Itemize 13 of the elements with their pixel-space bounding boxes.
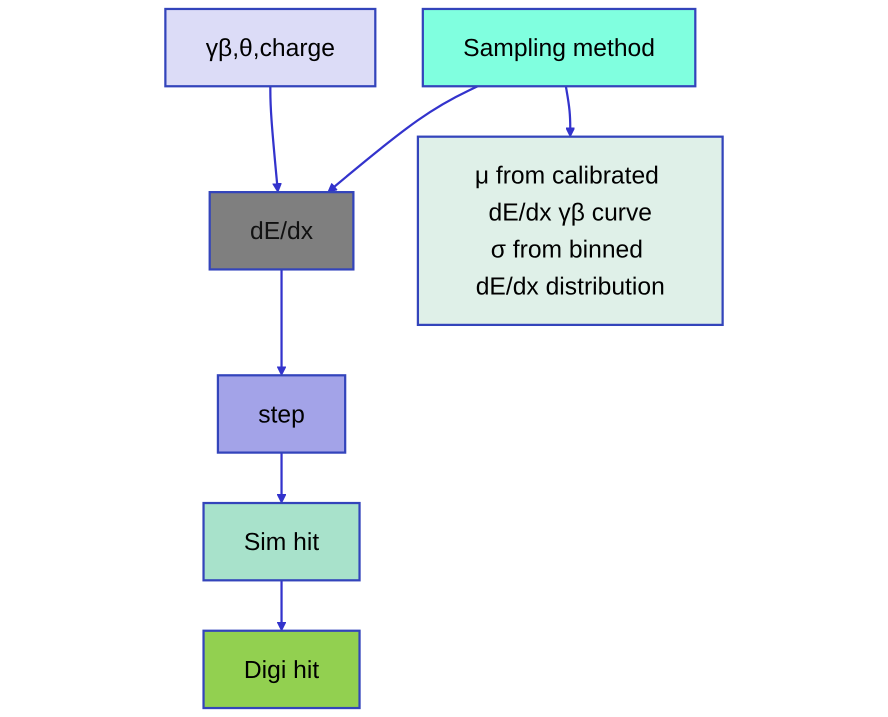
arrow [327,85,478,193]
node-box: Sim hit [202,502,361,582]
arrow [276,452,286,504]
arrow [276,580,286,632]
node-box: γβ,θ,charge [164,8,376,88]
node-box: Digi hit [202,630,361,710]
node-box: dE/dx [208,191,354,271]
node-box: Sampling method [422,8,696,88]
arrow [269,86,282,193]
arrow [276,269,286,376]
arrow [564,86,576,138]
node-box: μ from calibrated dE/dx γβ curve σ from binned dE/dx distribution [416,136,724,326]
node-box: step [216,374,346,454]
